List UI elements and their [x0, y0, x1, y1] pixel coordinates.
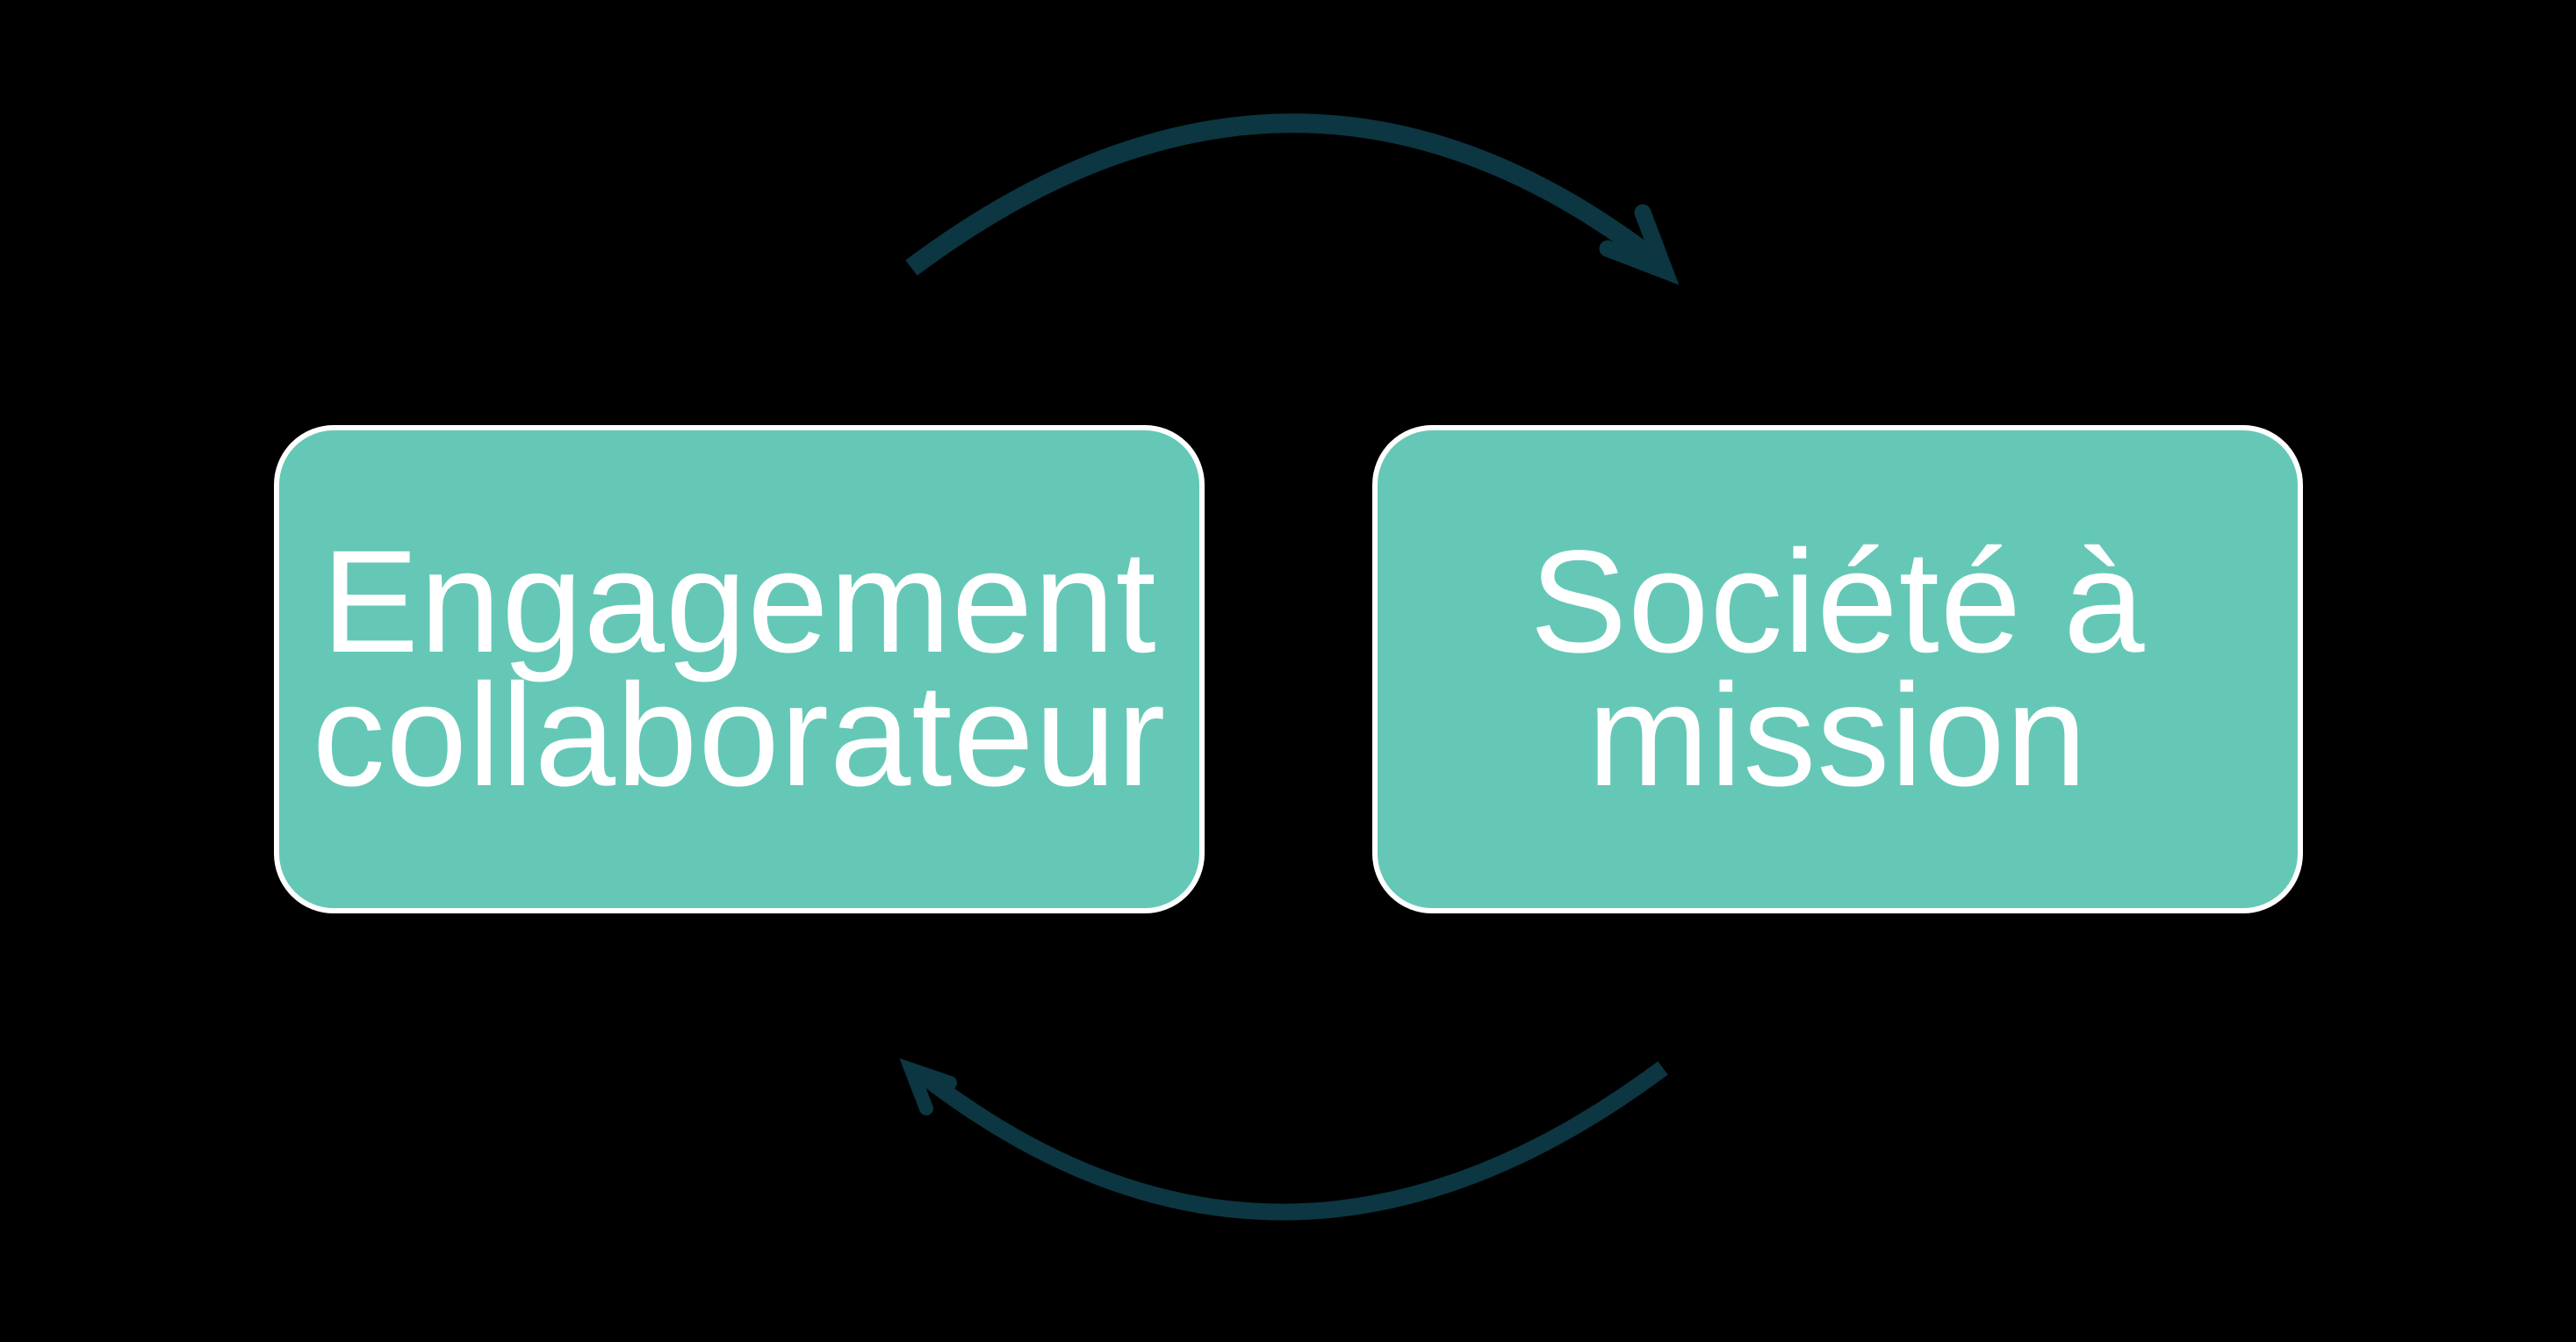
node-societe-a-mission: Société à mission [1372, 425, 2303, 913]
arc-arrow-right-icon [905, 113, 1680, 285]
node-label-line: Engagement [321, 521, 1157, 683]
node-label-line: mission [1587, 654, 2088, 817]
node-label-line: collaborateur [312, 654, 1167, 817]
arc-arrow-left-icon [899, 1057, 1668, 1221]
node-engagement-collaborateur: Engagement collaborateur [274, 425, 1205, 913]
node-label-line: Société à [1529, 521, 2146, 683]
